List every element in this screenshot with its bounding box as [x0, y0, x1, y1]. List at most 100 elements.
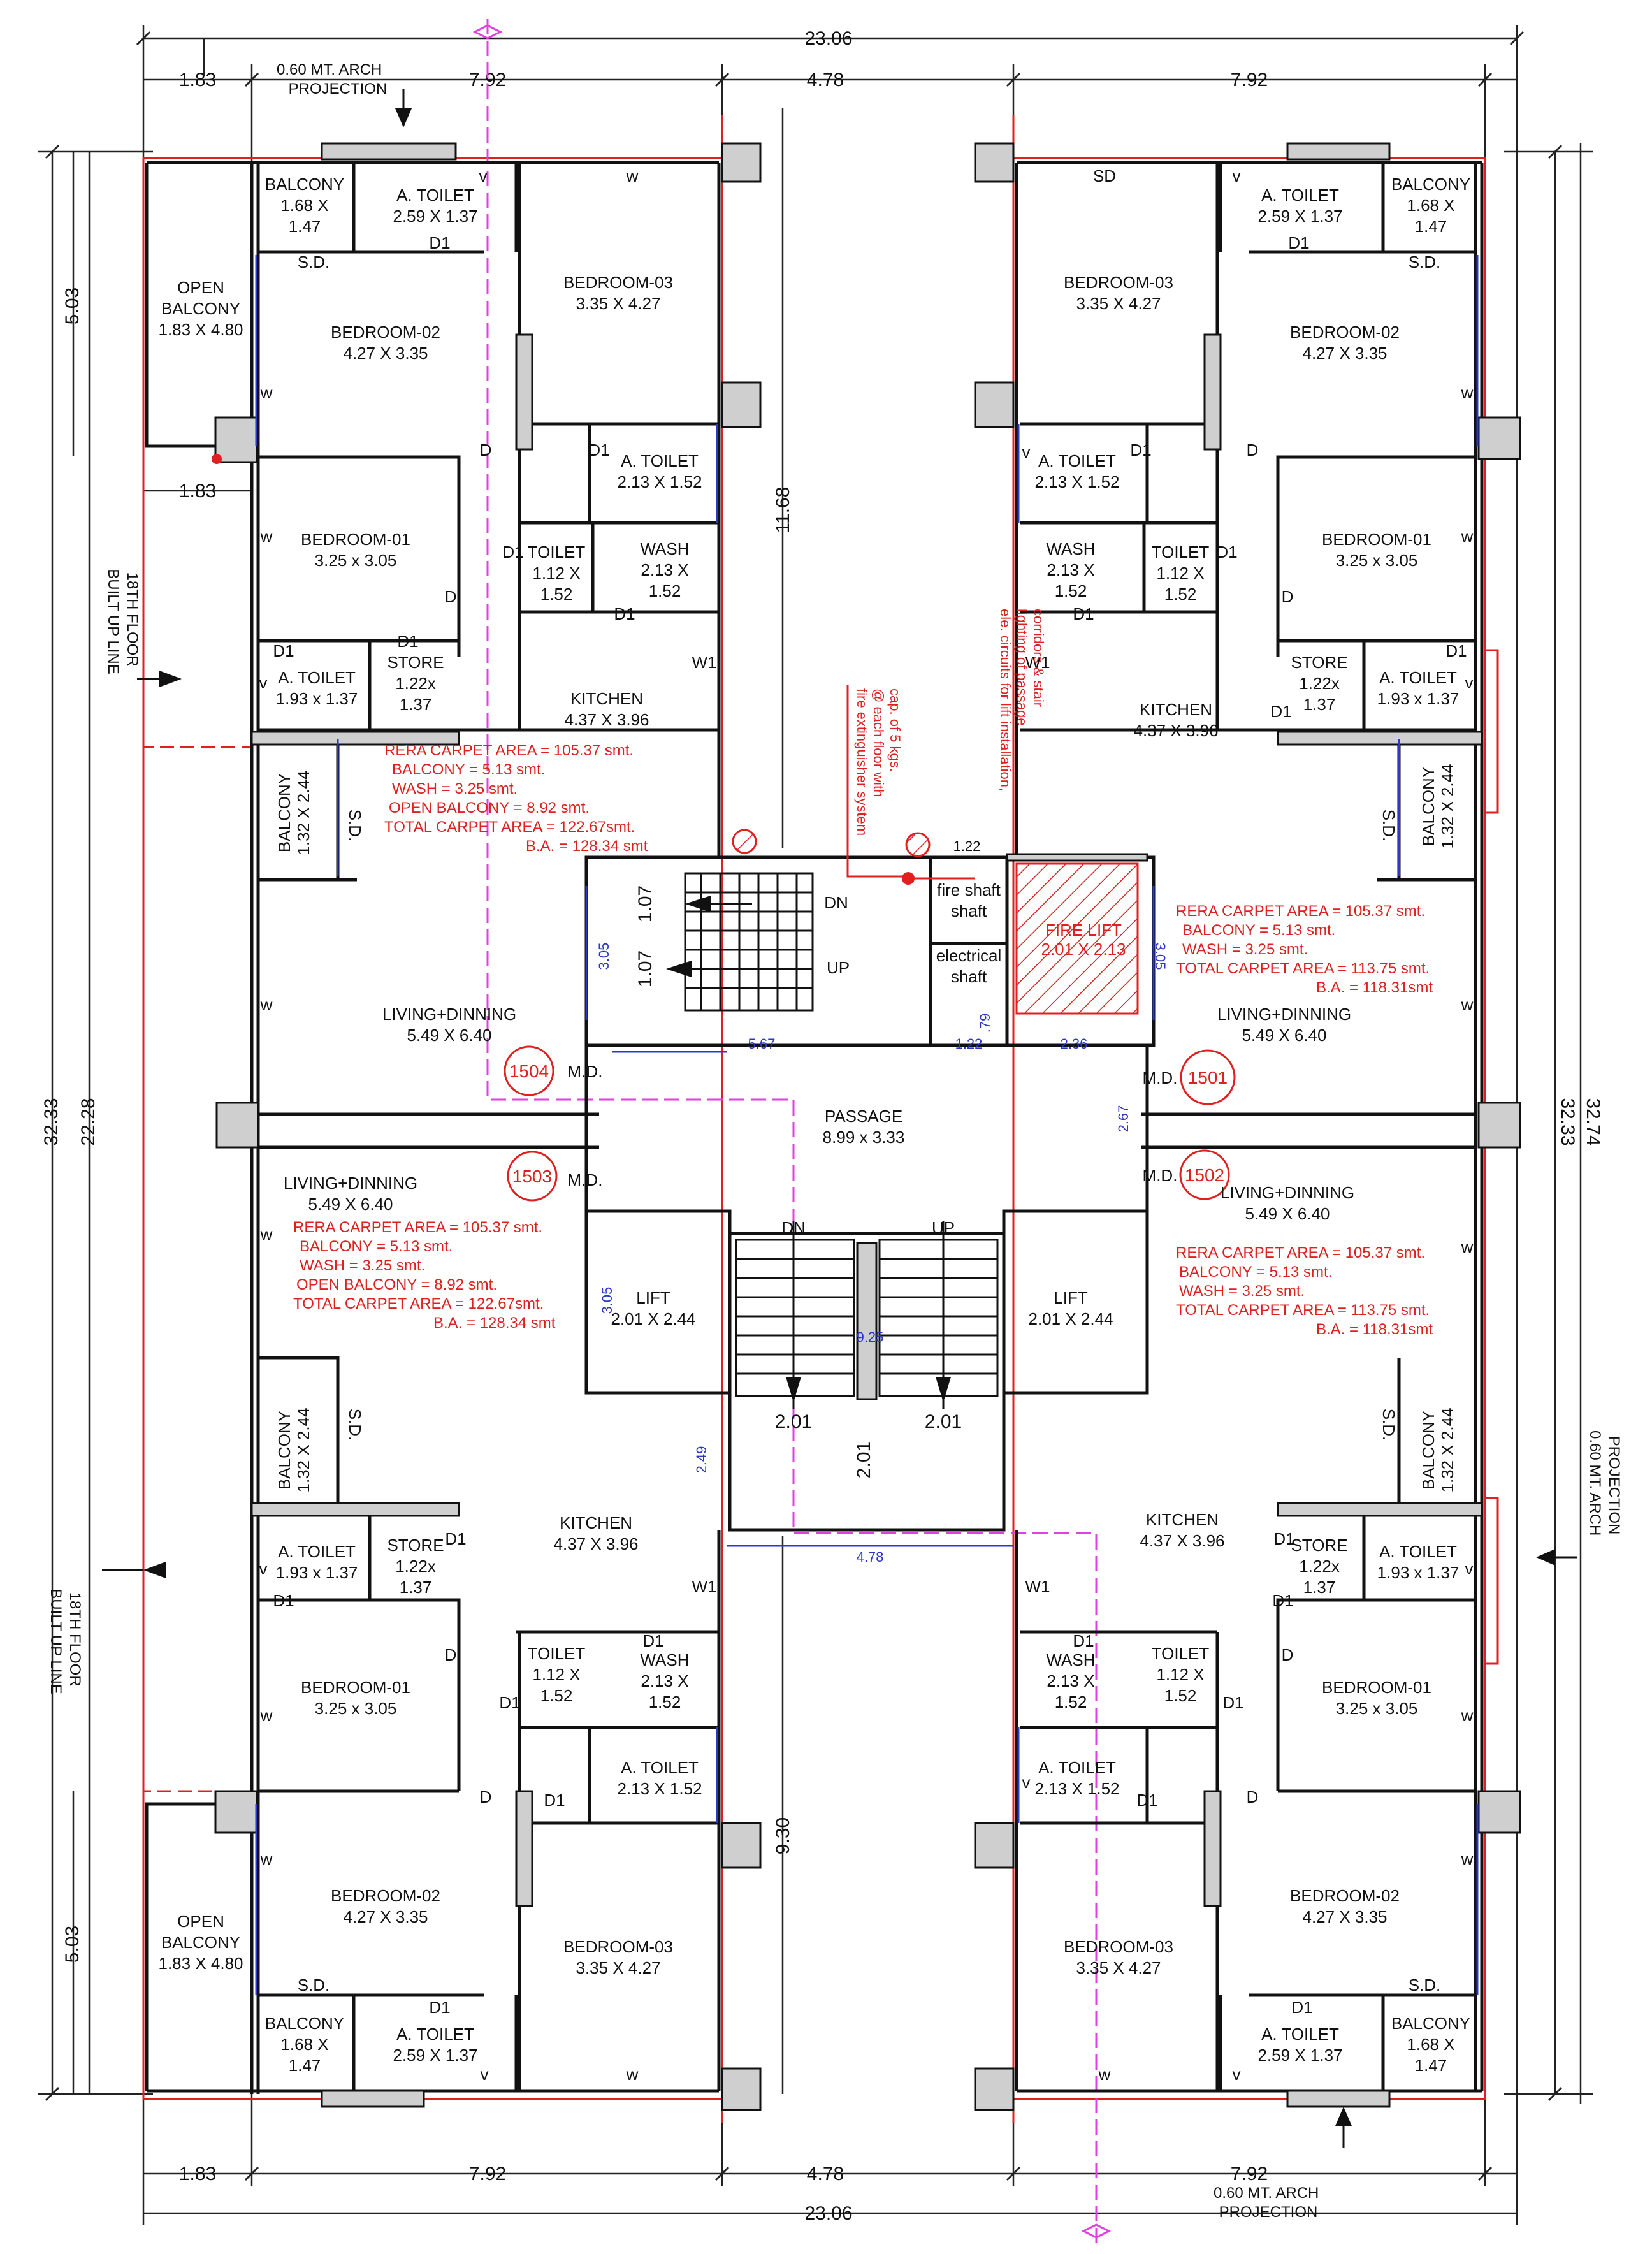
- tag-d1: D1: [1073, 1631, 1094, 1650]
- area-table-1504: RERA CARPET AREA = 105.37 smt. BALCONY =…: [384, 742, 648, 855]
- tag-d1: D1: [588, 440, 609, 460]
- tag-v: v: [481, 2065, 489, 2084]
- tag-d1: D1: [1288, 233, 1309, 252]
- projection-labels: 0.60 MT. ARCH PROJECTION 0.60 MT. ARCH P…: [47, 61, 1623, 2221]
- tag-d: D: [445, 1645, 457, 1664]
- tag-v: v: [259, 1559, 268, 1578]
- staircase-middle: [735, 1221, 999, 1409]
- tag-w: w: [1461, 995, 1474, 1014]
- tag-d1: D1: [1222, 1693, 1243, 1712]
- tag-d1: D1: [445, 1529, 466, 1548]
- vertical-930: 9.30: [772, 1817, 793, 1854]
- dim-079: .79: [977, 1014, 993, 1033]
- tag-d1: D1: [614, 604, 635, 623]
- dim-567: 5.67: [748, 1036, 776, 1052]
- red-markers: [212, 454, 931, 885]
- tag-sd: S.D.: [1409, 1975, 1441, 1995]
- elec-circuits-note: ele. circuits for lift installation, lig…: [997, 609, 1047, 795]
- area-table-1503: RERA CARPET AREA = 105.37 smt. BALCONY =…: [293, 1219, 556, 1332]
- dim-201a: 2.01: [775, 1411, 812, 1432]
- tag-v: v: [1465, 673, 1474, 692]
- dim-201b: 2.01: [925, 1411, 962, 1432]
- dim-249: 2.49: [693, 1446, 709, 1474]
- tag-dn: DN: [781, 1218, 806, 1237]
- fire-lift-hatch: [1015, 862, 1139, 1015]
- dimension-texts: 23.06 23.06 1.83 7.92 4.78 7.92 1.83 7.9…: [41, 28, 1604, 2224]
- tag-d: D: [1282, 587, 1294, 606]
- tag-w: w: [260, 1706, 273, 1725]
- balcony-side-br: BALCONY1.32 X 2.44: [1419, 1408, 1457, 1493]
- tag-sd: S.D.: [345, 810, 365, 842]
- tag-v: v: [1022, 1773, 1031, 1792]
- arch-projection-bottom: 0.60 MT. ARCH PROJECTION: [1214, 2185, 1323, 2221]
- tag-sd: S.D.: [298, 252, 330, 272]
- tag-v: v: [479, 166, 488, 185]
- tag-d1: D1: [544, 1791, 565, 1810]
- tag-d: D: [1282, 1645, 1294, 1664]
- arch-projection-side: 0.60 MT. ARCH PROJECTION: [1586, 1430, 1623, 1540]
- area-tables: RERA CARPET AREA = 105.37 smt. BALCONY =…: [293, 742, 1434, 1338]
- tag-d: D: [445, 587, 457, 606]
- tag-w: w: [1461, 1706, 1474, 1725]
- service-notes: fire extinguisher system @ each floor wi…: [854, 609, 1047, 836]
- tag-w: w: [1461, 1237, 1474, 1256]
- tag-v: v: [259, 673, 268, 692]
- dim-201v: 2.01: [853, 1441, 874, 1478]
- walls: [145, 161, 1484, 2094]
- tag-up: UP: [827, 958, 850, 977]
- unit-width-bottom-left: 7.92: [469, 2163, 506, 2185]
- tag-w: w: [260, 383, 273, 402]
- section-line: [486, 19, 1098, 2244]
- tag-w1: W1: [1025, 1577, 1050, 1596]
- tag-w: w: [1098, 2065, 1111, 2084]
- side-503-bottom: 5.03: [62, 1926, 83, 1963]
- tag-d1: D1: [1446, 641, 1467, 660]
- tag-sd: S.D.: [1379, 1409, 1398, 1441]
- tag-d1: D1: [1272, 1591, 1293, 1610]
- staircase-top: [684, 872, 814, 1012]
- dim-305a: 3.05: [596, 943, 612, 970]
- tag-d1: D1: [429, 1998, 450, 2017]
- unit-width-bottom-right: 7.92: [1231, 2163, 1268, 2185]
- tag-sd: S.D.: [345, 1409, 365, 1441]
- tag-d: D: [1247, 440, 1259, 460]
- tag-v: v: [1233, 2065, 1241, 2084]
- tag-up: UP: [932, 1218, 955, 1237]
- built-up-outline: [142, 115, 1499, 2123]
- dimension-ticks: [45, 31, 1563, 2181]
- area-table-1501: RERA CARPET AREA = 105.37 smt. BALCONY =…: [1176, 903, 1434, 996]
- arch-left-top: 1.83: [179, 69, 216, 91]
- red-lines: [846, 685, 975, 880]
- tag-v: v: [1465, 1559, 1474, 1578]
- tag-d1: D1: [1136, 1791, 1157, 1810]
- tag-d: D: [1247, 1787, 1259, 1807]
- unit-number-1501: 1501: [1188, 1068, 1228, 1087]
